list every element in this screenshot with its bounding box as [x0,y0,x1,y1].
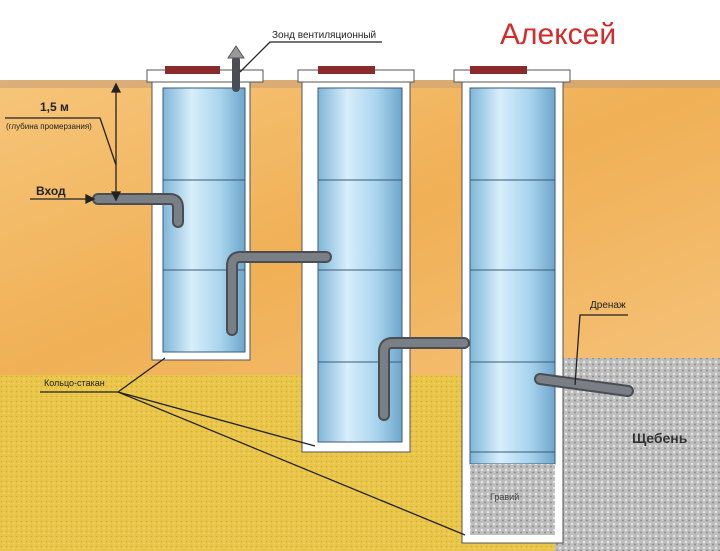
ring-label: Кольцо-стакан [44,378,105,388]
vent-cap-icon [227,45,245,59]
well-3 [453,66,571,544]
well-1 [146,66,264,361]
depth-label: 1,5 м [40,100,69,114]
pipes [92,56,634,421]
vent-label: Зонд вентиляционный [272,30,377,41]
gravel-fill [470,464,555,535]
crushed-stone-label: Щебень [632,430,688,446]
gravel-label: Гравий [490,492,520,502]
drain-label: Дренаж [590,300,626,311]
signature: Алексей [500,18,617,51]
inlet-label: Вход [36,184,66,198]
depth-note: (глубина промерзания) [6,122,92,131]
